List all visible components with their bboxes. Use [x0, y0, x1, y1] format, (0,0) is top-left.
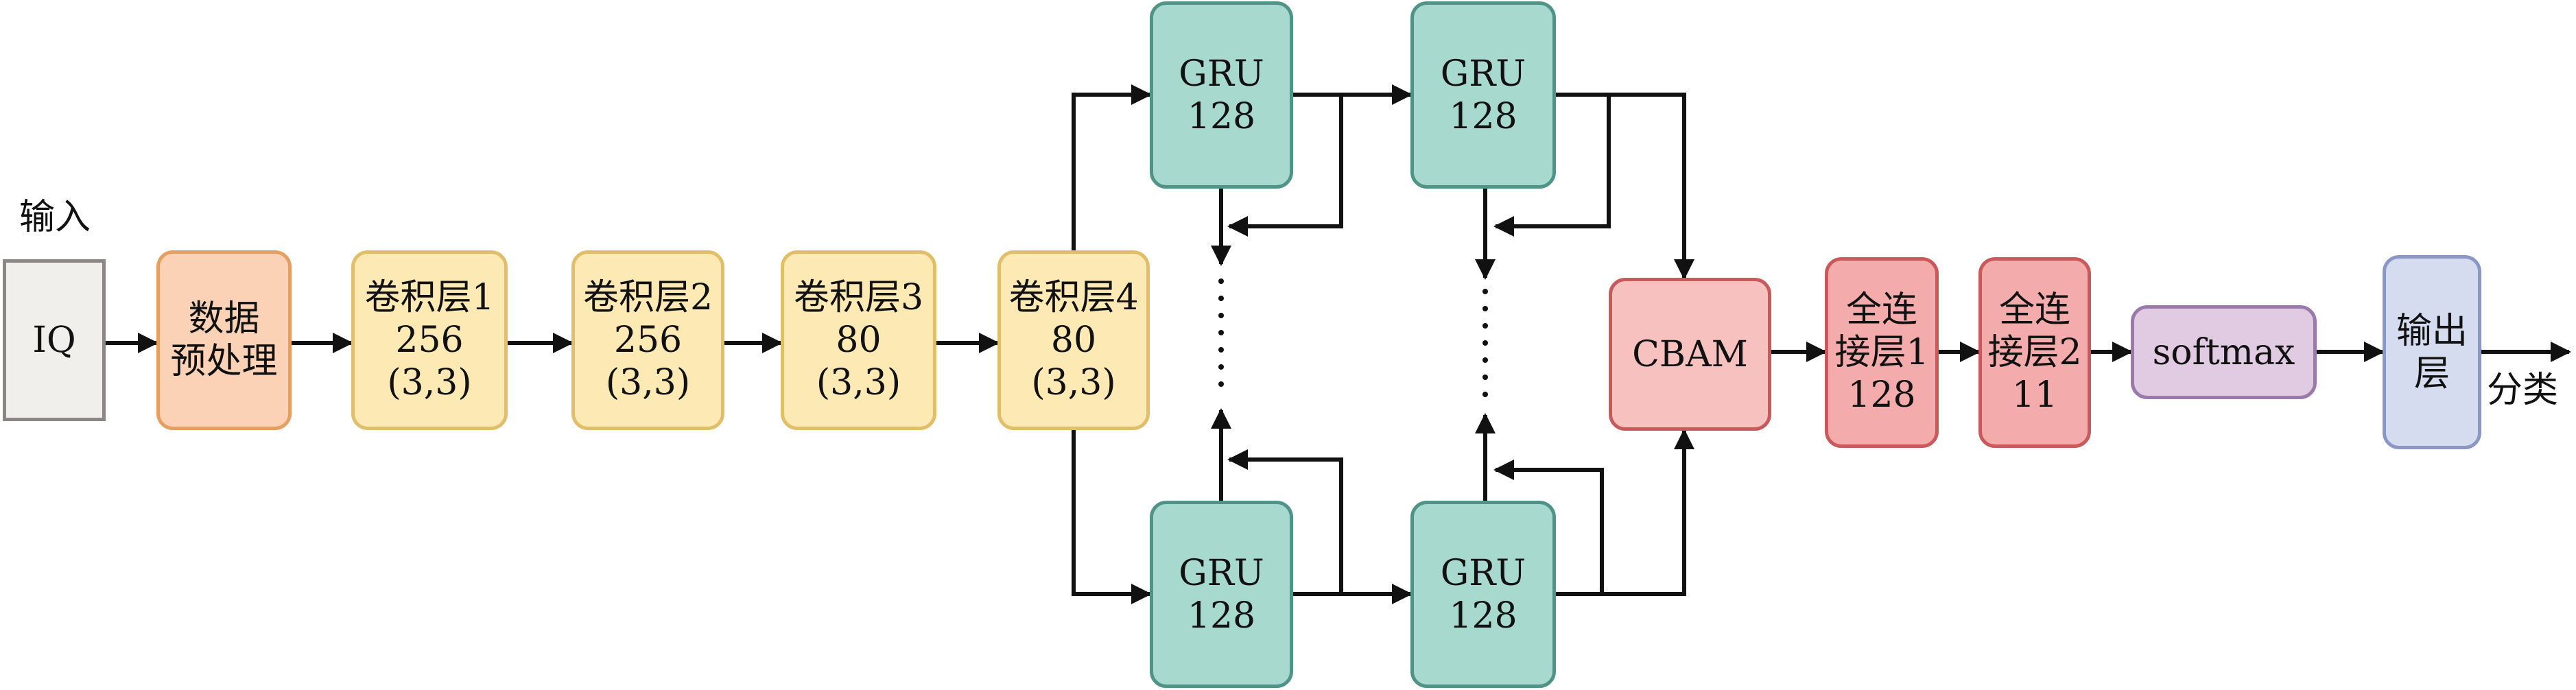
- gru-bottom-left-box: GRU 128: [1150, 501, 1293, 688]
- arrow-gru-tr-feedback: [1493, 95, 1611, 237]
- ellipsis-dot: [1218, 347, 1224, 353]
- node-line: 接层2: [1987, 332, 2082, 373]
- node-line: 数据: [188, 298, 260, 340]
- ellipsis-dot: [1482, 374, 1488, 380]
- node-line: 256: [613, 320, 683, 361]
- arrow-gru-br-cbam: [1556, 429, 1694, 596]
- ellipsis-dot: [1218, 364, 1224, 370]
- node-line: 卷积层2: [582, 277, 713, 318]
- arrow-gru-bl-feedback: [1227, 449, 1343, 594]
- ellipsis-dot: [1482, 323, 1488, 329]
- ellipsis-dot: [1218, 330, 1224, 335]
- node-line: 128: [1847, 374, 1916, 416]
- node-line: 128: [1449, 595, 1517, 637]
- conv-layer-1-box: 卷积层1 256 (3,3): [351, 250, 508, 430]
- conv-layer-2-box: 卷积层2 256 (3,3): [571, 250, 724, 430]
- node-line: 80: [1050, 320, 1097, 361]
- ellipsis-dot: [1482, 392, 1488, 397]
- ellipsis-dot: [1482, 357, 1488, 363]
- node-line: 全连: [1845, 289, 1917, 331]
- node-line: 128: [1187, 595, 1256, 637]
- node-line: (3,3): [605, 362, 691, 403]
- ellipsis-dot: [1218, 278, 1224, 284]
- classify-label: 分类: [2487, 370, 2559, 411]
- fc-layer-2-box: 全连 接层2 11: [1978, 257, 2091, 448]
- node-line: 128: [1449, 95, 1517, 137]
- node-line: 11: [2011, 374, 2058, 416]
- conv-layer-3-box: 卷积层3 80 (3,3): [781, 250, 936, 430]
- node-line: (3,3): [1031, 362, 1116, 403]
- ellipsis-dot: [1482, 306, 1488, 311]
- ellipsis-dot: [1482, 289, 1488, 294]
- node-line: softmax: [2152, 331, 2295, 373]
- output-layer-box: 输出 层: [2383, 255, 2481, 449]
- node-line: 80: [836, 320, 882, 361]
- gru-top-right-box: GRU 128: [1410, 1, 1556, 189]
- arrow-conv4-gru-bottom: [1072, 429, 1152, 604]
- node-line: GRU: [1440, 552, 1526, 594]
- node-line: (3,3): [816, 362, 901, 403]
- fc-layer-1-box: 全连 接层1 128: [1825, 257, 1939, 448]
- node-line: 输出: [2396, 310, 2468, 352]
- conv-layer-4-box: 卷积层4 80 (3,3): [997, 250, 1150, 430]
- node-line: 128: [1187, 95, 1256, 137]
- node-line: 卷积层1: [364, 277, 495, 318]
- arrow-conv4-gru-top: [1072, 84, 1152, 250]
- softmax-box: softmax: [2131, 305, 2317, 399]
- node-line: GRU: [1179, 53, 1264, 95]
- input-label: 输入: [19, 197, 91, 238]
- arrow-gru-tr-cbam: [1556, 93, 1694, 280]
- node-line: IQ: [32, 320, 76, 361]
- ellipsis-dot: [1482, 340, 1488, 346]
- node-line: 卷积层4: [1008, 277, 1139, 318]
- node-line: 预处理: [170, 341, 278, 382]
- preprocess-box: 数据 预处理: [156, 250, 292, 430]
- node-line: GRU: [1179, 552, 1264, 594]
- node-line: (3,3): [387, 362, 472, 403]
- node-line: 256: [395, 320, 464, 361]
- ellipsis-dot: [1218, 381, 1224, 387]
- ellipsis-dot: [1218, 296, 1224, 301]
- node-line: 接层1: [1834, 332, 1929, 373]
- cbam-box: CBAM: [1609, 278, 1771, 431]
- node-line: 卷积层3: [793, 277, 924, 318]
- ellipsis-dot: [1218, 313, 1224, 318]
- arrow-gru-tl-feedback: [1227, 95, 1343, 237]
- iq-input-box: IQ: [3, 259, 106, 421]
- gru-top-left-box: GRU 128: [1150, 1, 1293, 189]
- node-line: CBAM: [1632, 333, 1748, 375]
- node-line: 层: [2413, 353, 2450, 394]
- gru-bottom-right-box: GRU 128: [1410, 501, 1556, 688]
- node-line: 全连: [1998, 289, 2070, 331]
- arrow-gru-br-feedback: [1493, 460, 1604, 594]
- node-line: GRU: [1440, 53, 1526, 95]
